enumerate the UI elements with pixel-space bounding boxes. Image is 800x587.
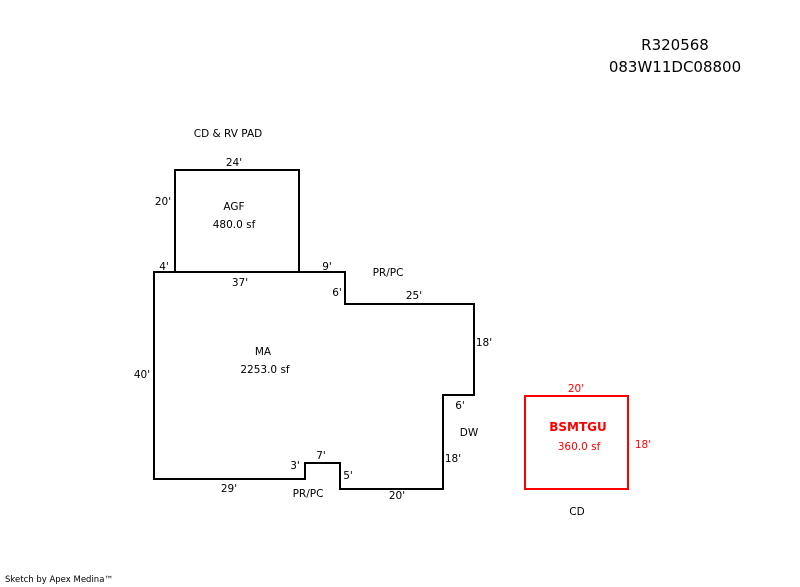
dim-4: 4' <box>159 261 169 273</box>
dim-20: 20' <box>389 490 405 502</box>
label-prpc-bottom: PR/PC <box>293 488 324 500</box>
label-dw: DW <box>460 427 479 439</box>
dim-7: 7' <box>316 450 326 462</box>
dim-3: 3' <box>290 460 300 472</box>
dim-agf-left: 20' <box>155 196 171 208</box>
label-cd: CD <box>569 506 584 518</box>
dim-6b: 6' <box>455 400 465 412</box>
bsmtgu-area: 360.0 sf <box>558 441 601 453</box>
dim-25: 25' <box>406 290 422 302</box>
agf-name: AGF <box>223 201 244 213</box>
ma-outline <box>153 271 475 490</box>
ma-name: MA <box>255 346 272 358</box>
ma-area: 2253.0 sf <box>240 364 290 376</box>
dim-37: 37' <box>232 277 248 289</box>
dim-bsmtgu-top: 20' <box>568 383 584 395</box>
label-cd-rv-pad: CD & RV PAD <box>194 128 262 140</box>
dim-5: 5' <box>343 470 353 482</box>
dim-29: 29' <box>221 483 237 495</box>
label-prpc-top: PR/PC <box>373 267 404 279</box>
dim-40: 40' <box>134 369 150 381</box>
bsmtgu-outline <box>524 395 629 490</box>
map-number: 083W11DC08800 <box>609 58 741 76</box>
dim-18a: 18' <box>476 337 492 349</box>
dim-6a: 6' <box>332 287 342 299</box>
dim-9: 9' <box>322 261 332 273</box>
dim-bsmtgu-right: 18' <box>635 439 651 451</box>
sketch-credit: Sketch by Apex Medina™ <box>5 575 113 585</box>
agf-area: 480.0 sf <box>213 219 256 231</box>
bsmtgu-name: BSMTGU <box>549 420 607 434</box>
parcel-id: R320568 <box>641 36 709 54</box>
dim-18b: 18' <box>445 453 461 465</box>
dim-agf-top: 24' <box>226 157 242 169</box>
